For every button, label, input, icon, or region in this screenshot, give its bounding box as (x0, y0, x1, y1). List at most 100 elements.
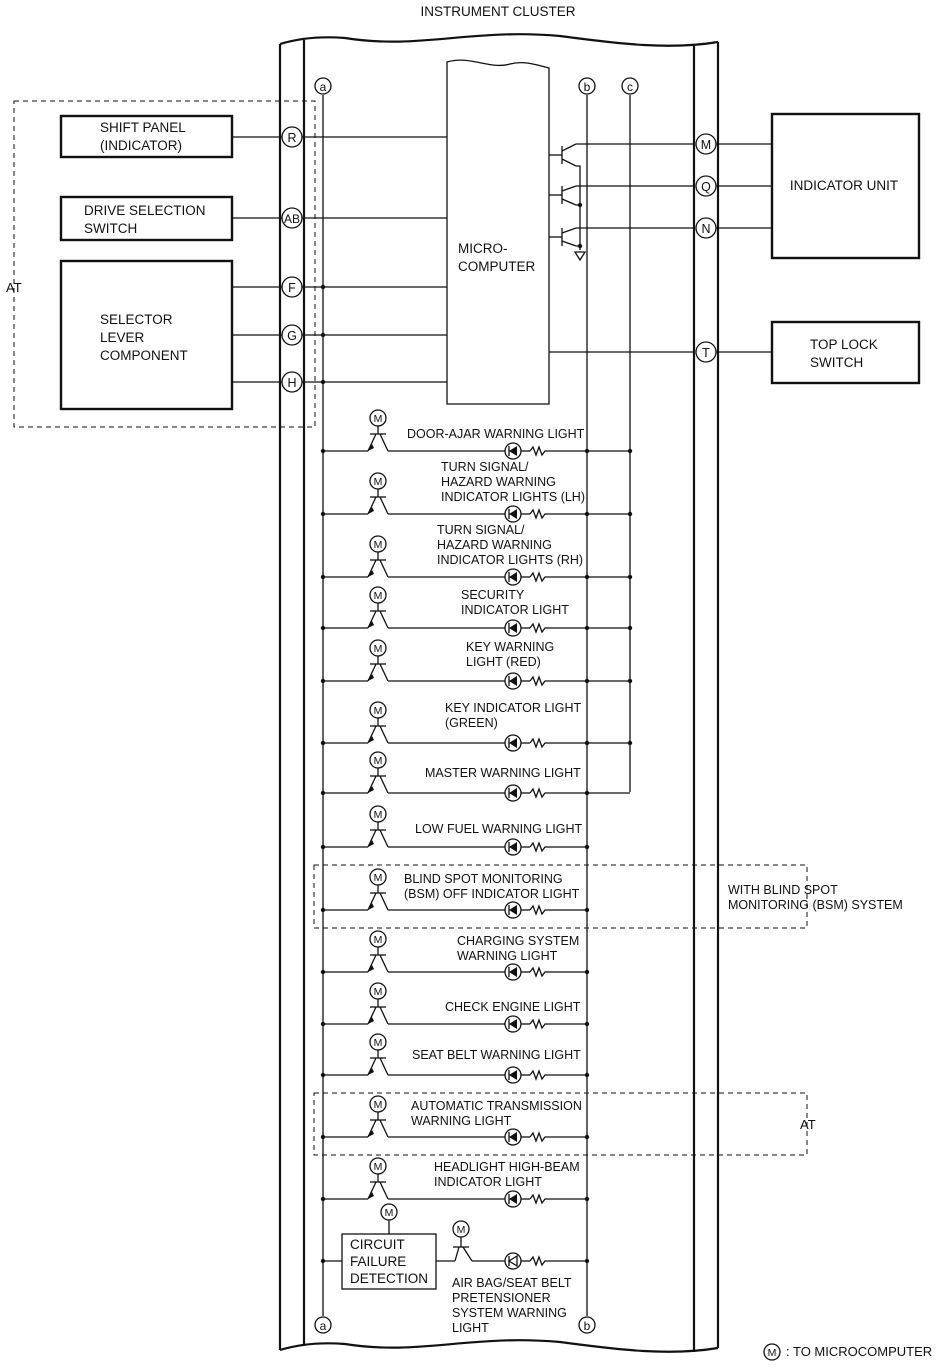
bsm-group (313, 864, 808, 929)
left-terminals: R AB F G H (281, 126, 303, 393)
light-row: M KEY INDICATOR LIGHT(GREEN) (320, 701, 633, 752)
light-row: M BLIND SPOT MONITORING(BSM) OFF INDICATO… (320, 868, 590, 919)
light-label: LOW FUEL WARNING LIGHT (415, 822, 583, 836)
light-label: BLIND SPOT MONITORING (404, 872, 563, 886)
svg-text:M: M (374, 755, 383, 767)
output-transistors (549, 143, 694, 353)
microcomputer-block: MICRO- COMPUTER (446, 59, 550, 405)
legend: M : TO MICROCOMPUTER (763, 1343, 932, 1361)
circuit-failure-section: CIRCUIT FAILURE DETECTION M M AIR BAG/SE… (320, 1203, 590, 1335)
svg-text:M: M (374, 934, 383, 946)
terminal-f: F (288, 281, 296, 295)
shift-panel-component: SHIFT PANEL (INDICATOR) (59, 114, 234, 159)
light-label: DOOR-AJAR WARNING LIGHT (407, 427, 585, 441)
svg-text:SELECTOR: SELECTOR (100, 312, 173, 327)
light-label: INDICATOR LIGHTS (RH) (437, 553, 583, 567)
svg-text:M: M (374, 590, 383, 602)
svg-text:DETECTION: DETECTION (350, 1271, 428, 1286)
svg-text:FAILURE: FAILURE (350, 1254, 406, 1269)
indicator-unit-component: INDICATOR UNIT (770, 112, 921, 260)
left-wiring (232, 136, 447, 385)
bus-c-top: c (627, 80, 633, 94)
bsm-group-label-2: MONITORING (BSM) SYSTEM (728, 898, 903, 912)
light-label: SECURITY (461, 588, 525, 602)
bus-a-bottom: a (320, 1319, 327, 1333)
terminal-n: N (701, 222, 710, 236)
light-row: M LOW FUEL WARNING LIGHT (320, 805, 590, 856)
light-label: KEY WARNING (466, 640, 554, 654)
svg-text:M: M (768, 1347, 777, 1359)
svg-text:INDICATOR UNIT: INDICATOR UNIT (790, 178, 898, 193)
svg-text:M: M (374, 539, 383, 551)
terminal-r: R (287, 131, 296, 145)
svg-text:(INDICATOR): (INDICATOR) (100, 138, 182, 153)
svg-text:M: M (457, 1224, 466, 1236)
light-label: TURN SIGNAL/ (441, 460, 529, 474)
svg-text:: TO MICROCOMPUTER: : TO MICROCOMPUTER (786, 1344, 932, 1359)
light-label: HAZARD WARNING (437, 538, 552, 552)
light-label: AUTOMATIC TRANSMISSION (411, 1099, 582, 1113)
light-row: M MASTER WARNING LIGHT (320, 751, 630, 802)
at-group-left (13, 100, 316, 428)
svg-text:M: M (385, 1207, 394, 1219)
light-label: LIGHT (RED) (466, 655, 541, 669)
top-lock-switch-component: TOP LOCK SWITCH (770, 320, 921, 385)
at-group-right (313, 1092, 808, 1156)
svg-text:M: M (374, 872, 383, 884)
terminal-h: H (287, 376, 296, 390)
light-label: KEY INDICATOR LIGHT (445, 701, 582, 715)
drive-selection-switch-component: DRIVE SELECTION SWITCH (59, 195, 234, 242)
bus-b-top: b (584, 80, 591, 94)
terminal-t: T (702, 346, 710, 360)
terminal-g: G (287, 329, 297, 343)
svg-text:PRETENSIONER: PRETENSIONER (452, 1291, 551, 1305)
svg-text:LIGHT: LIGHT (452, 1321, 489, 1335)
light-label: WARNING LIGHT (411, 1114, 512, 1128)
light-label: MASTER WARNING LIGHT (425, 766, 581, 780)
light-label: INDICATOR LIGHT (434, 1175, 542, 1189)
right-terminals: M Q N T (695, 133, 772, 363)
bus-b-bottom: b (584, 1319, 591, 1333)
svg-text:TOP LOCK: TOP LOCK (810, 337, 878, 352)
svg-text:CIRCUIT: CIRCUIT (350, 1237, 405, 1252)
svg-text:DRIVE SELECTION: DRIVE SELECTION (84, 203, 206, 218)
svg-text:M: M (374, 705, 383, 717)
svg-text:SYSTEM WARNING: SYSTEM WARNING (452, 1306, 567, 1320)
light-label: SEAT BELT WARNING LIGHT (412, 1048, 581, 1062)
svg-text:M: M (374, 643, 383, 655)
light-label: (BSM) OFF INDICATOR LIGHT (404, 887, 580, 901)
light-label: HAZARD WARNING (441, 475, 556, 489)
terminal-ab: AB (284, 212, 300, 226)
light-label: (GREEN) (445, 716, 498, 730)
svg-text:M: M (374, 809, 383, 821)
instrument-cluster-outline (278, 33, 720, 1353)
light-label: INDICATOR LIGHTS (LH) (441, 490, 585, 504)
light-label: CHECK ENGINE LIGHT (445, 1000, 581, 1014)
svg-text:M: M (374, 476, 383, 488)
at-group-right-label: AT (800, 1117, 816, 1132)
bsm-group-label-1: WITH BLIND SPOT (728, 883, 838, 897)
svg-text:M: M (374, 1161, 383, 1173)
svg-text:SWITCH: SWITCH (810, 355, 863, 370)
microcomputer-label-2: COMPUTER (458, 259, 536, 274)
microcomputer-label-1: MICRO- (458, 241, 508, 256)
bus-a-top: a (320, 80, 327, 94)
light-label: TURN SIGNAL/ (437, 523, 525, 537)
svg-text:AIR BAG/SEAT BELT: AIR BAG/SEAT BELT (452, 1276, 572, 1290)
svg-text:SWITCH: SWITCH (84, 221, 137, 236)
svg-text:LEVER: LEVER (100, 330, 145, 345)
light-label: HEADLIGHT HIGH-BEAM (434, 1160, 580, 1174)
svg-text:COMPONENT: COMPONENT (100, 348, 188, 363)
light-label: CHARGING SYSTEM (457, 934, 579, 948)
